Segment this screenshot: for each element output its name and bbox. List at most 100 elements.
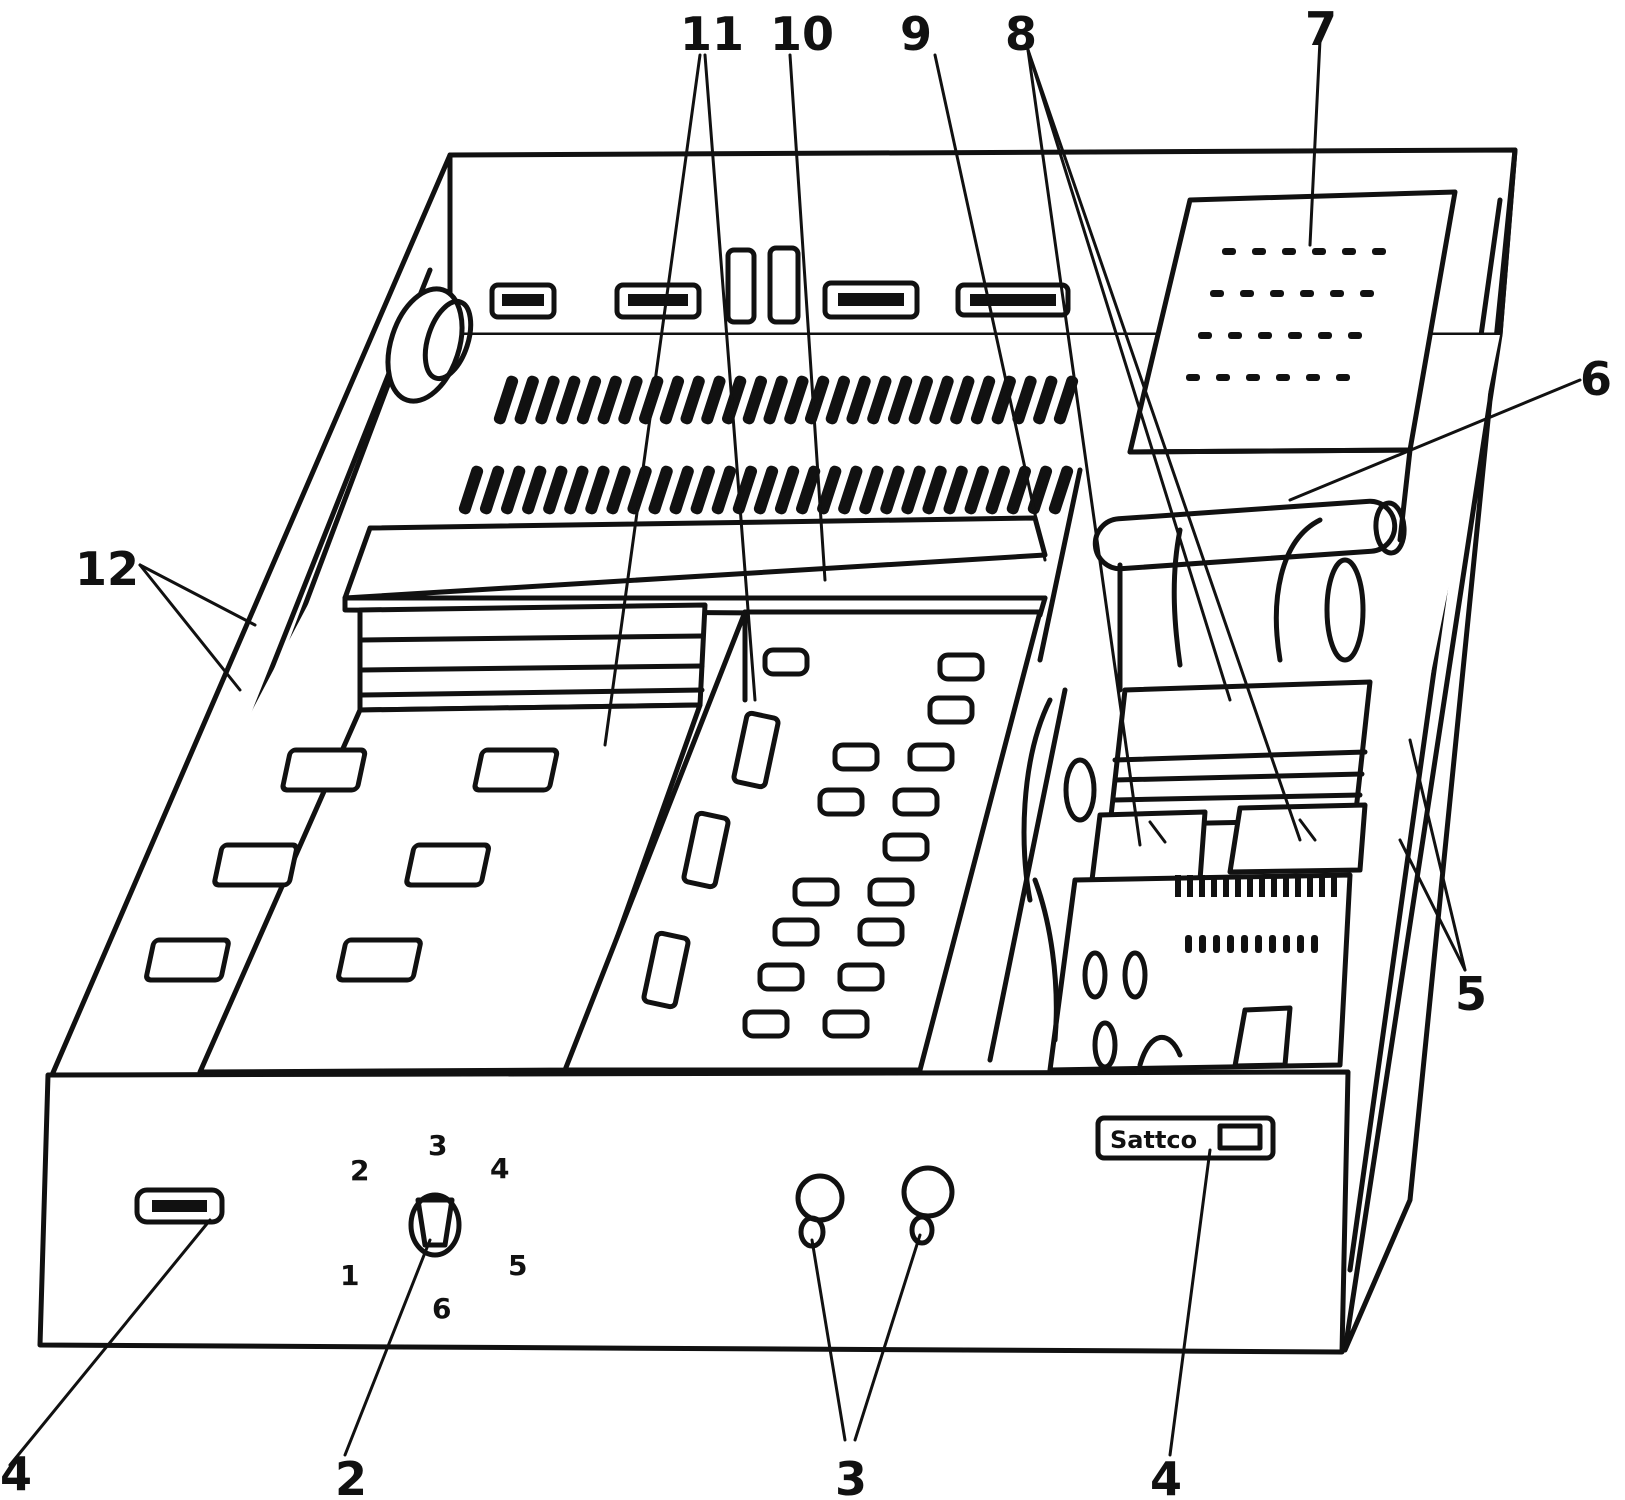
small-chip bbox=[822, 1009, 870, 1039]
pin bbox=[1295, 875, 1301, 897]
pin bbox=[1241, 935, 1248, 953]
slot-connector bbox=[701, 375, 726, 425]
vent-hole bbox=[1186, 374, 1200, 381]
slot-connector bbox=[950, 375, 975, 425]
chip bbox=[212, 842, 299, 888]
slot-connector bbox=[576, 375, 602, 425]
vent-hole bbox=[1258, 332, 1272, 339]
small-chip bbox=[772, 917, 820, 947]
small-chip bbox=[757, 962, 805, 992]
callout-2: 2 bbox=[335, 1452, 367, 1500]
leader-9 bbox=[933, 53, 1047, 562]
slot-connector bbox=[901, 465, 926, 515]
callout-10: 10 bbox=[770, 7, 834, 61]
slot-connector bbox=[479, 465, 505, 515]
pin bbox=[1199, 875, 1205, 897]
pin bbox=[1199, 935, 1206, 953]
callout-3: 3 bbox=[835, 1452, 867, 1500]
vent-hole bbox=[1222, 248, 1236, 255]
vertical-chip bbox=[641, 930, 691, 1010]
vent-hole bbox=[1342, 248, 1356, 255]
slot-connector bbox=[908, 375, 933, 425]
slot-connector bbox=[711, 465, 736, 515]
slot-connector bbox=[1053, 375, 1079, 425]
vent-hole bbox=[1348, 332, 1362, 339]
pin bbox=[1269, 935, 1276, 953]
slot-connector bbox=[659, 375, 685, 425]
callout-11: 11 bbox=[680, 7, 744, 61]
pin bbox=[1259, 875, 1265, 897]
slot-connector bbox=[846, 375, 871, 425]
expansion-slots-row-2 bbox=[458, 465, 1074, 515]
small-chip bbox=[762, 647, 810, 677]
slot-connector bbox=[774, 465, 800, 515]
vent-hole bbox=[1210, 290, 1224, 297]
pin bbox=[1297, 935, 1304, 953]
slot-connector bbox=[514, 375, 539, 425]
chip bbox=[472, 747, 560, 793]
slot-connector bbox=[501, 465, 526, 515]
slot-connector bbox=[991, 375, 1016, 425]
small-chip bbox=[927, 695, 975, 725]
pin bbox=[1211, 875, 1217, 897]
drive-unit-1 bbox=[1089, 809, 1208, 883]
leader-12b bbox=[138, 563, 242, 692]
leader-lines bbox=[8, 38, 1582, 1467]
small-chip bbox=[937, 652, 985, 682]
left-card-chips bbox=[144, 747, 560, 983]
callout-4-left: 4 bbox=[0, 1447, 32, 1500]
vent-hole bbox=[1306, 374, 1320, 381]
pin bbox=[1311, 935, 1318, 953]
leader-3b bbox=[853, 1233, 922, 1442]
toggle-switch-1 bbox=[795, 1173, 845, 1223]
drive-unit-2 bbox=[1227, 802, 1368, 875]
leader-8b bbox=[1026, 48, 1302, 842]
small-chip bbox=[857, 917, 905, 947]
chip bbox=[144, 937, 231, 983]
slot-connector bbox=[606, 465, 631, 515]
selector-position-3: 3 bbox=[428, 1129, 447, 1162]
pin bbox=[1235, 875, 1241, 897]
leader-3a bbox=[810, 1238, 847, 1442]
vent-hole bbox=[1216, 374, 1230, 381]
slot-connector bbox=[817, 465, 842, 515]
slot-connector bbox=[493, 375, 519, 425]
selector-position-6: 6 bbox=[432, 1292, 451, 1325]
slot-connector bbox=[1048, 465, 1074, 515]
slot-connector bbox=[585, 465, 610, 515]
slot-connector bbox=[804, 375, 830, 425]
vent-hole bbox=[1312, 248, 1326, 255]
vent-hole bbox=[1360, 290, 1374, 297]
slot-connector bbox=[964, 465, 989, 515]
rear-port-4 bbox=[767, 245, 801, 325]
vent-hole bbox=[1282, 248, 1296, 255]
callout-12: 12 bbox=[75, 542, 139, 596]
slot-connector bbox=[943, 465, 968, 515]
slot-connector bbox=[880, 465, 905, 515]
small-chip bbox=[907, 742, 955, 772]
slot-connector bbox=[669, 465, 694, 515]
fan bbox=[385, 286, 474, 404]
small-chip bbox=[817, 787, 865, 817]
slot-connector bbox=[867, 375, 892, 425]
slot-connector bbox=[722, 375, 747, 425]
vent-hole bbox=[1252, 248, 1266, 255]
toggle-switch-2 bbox=[901, 1165, 955, 1219]
leader-5a bbox=[1398, 838, 1467, 972]
leader-10 bbox=[788, 53, 827, 582]
slot-connector bbox=[564, 465, 589, 515]
leader-5b bbox=[1408, 738, 1467, 972]
slot-connector bbox=[597, 375, 622, 425]
vertical-chip bbox=[681, 810, 731, 890]
vent-hole bbox=[1198, 332, 1212, 339]
callout-4-right: 4 bbox=[1150, 1452, 1182, 1500]
pin bbox=[1331, 875, 1337, 897]
small-chip bbox=[742, 1009, 790, 1039]
chip bbox=[336, 937, 423, 983]
small-chip bbox=[792, 877, 840, 907]
slot-connector bbox=[458, 465, 484, 515]
pin bbox=[1307, 875, 1313, 897]
callout-7: 7 bbox=[1305, 2, 1337, 56]
